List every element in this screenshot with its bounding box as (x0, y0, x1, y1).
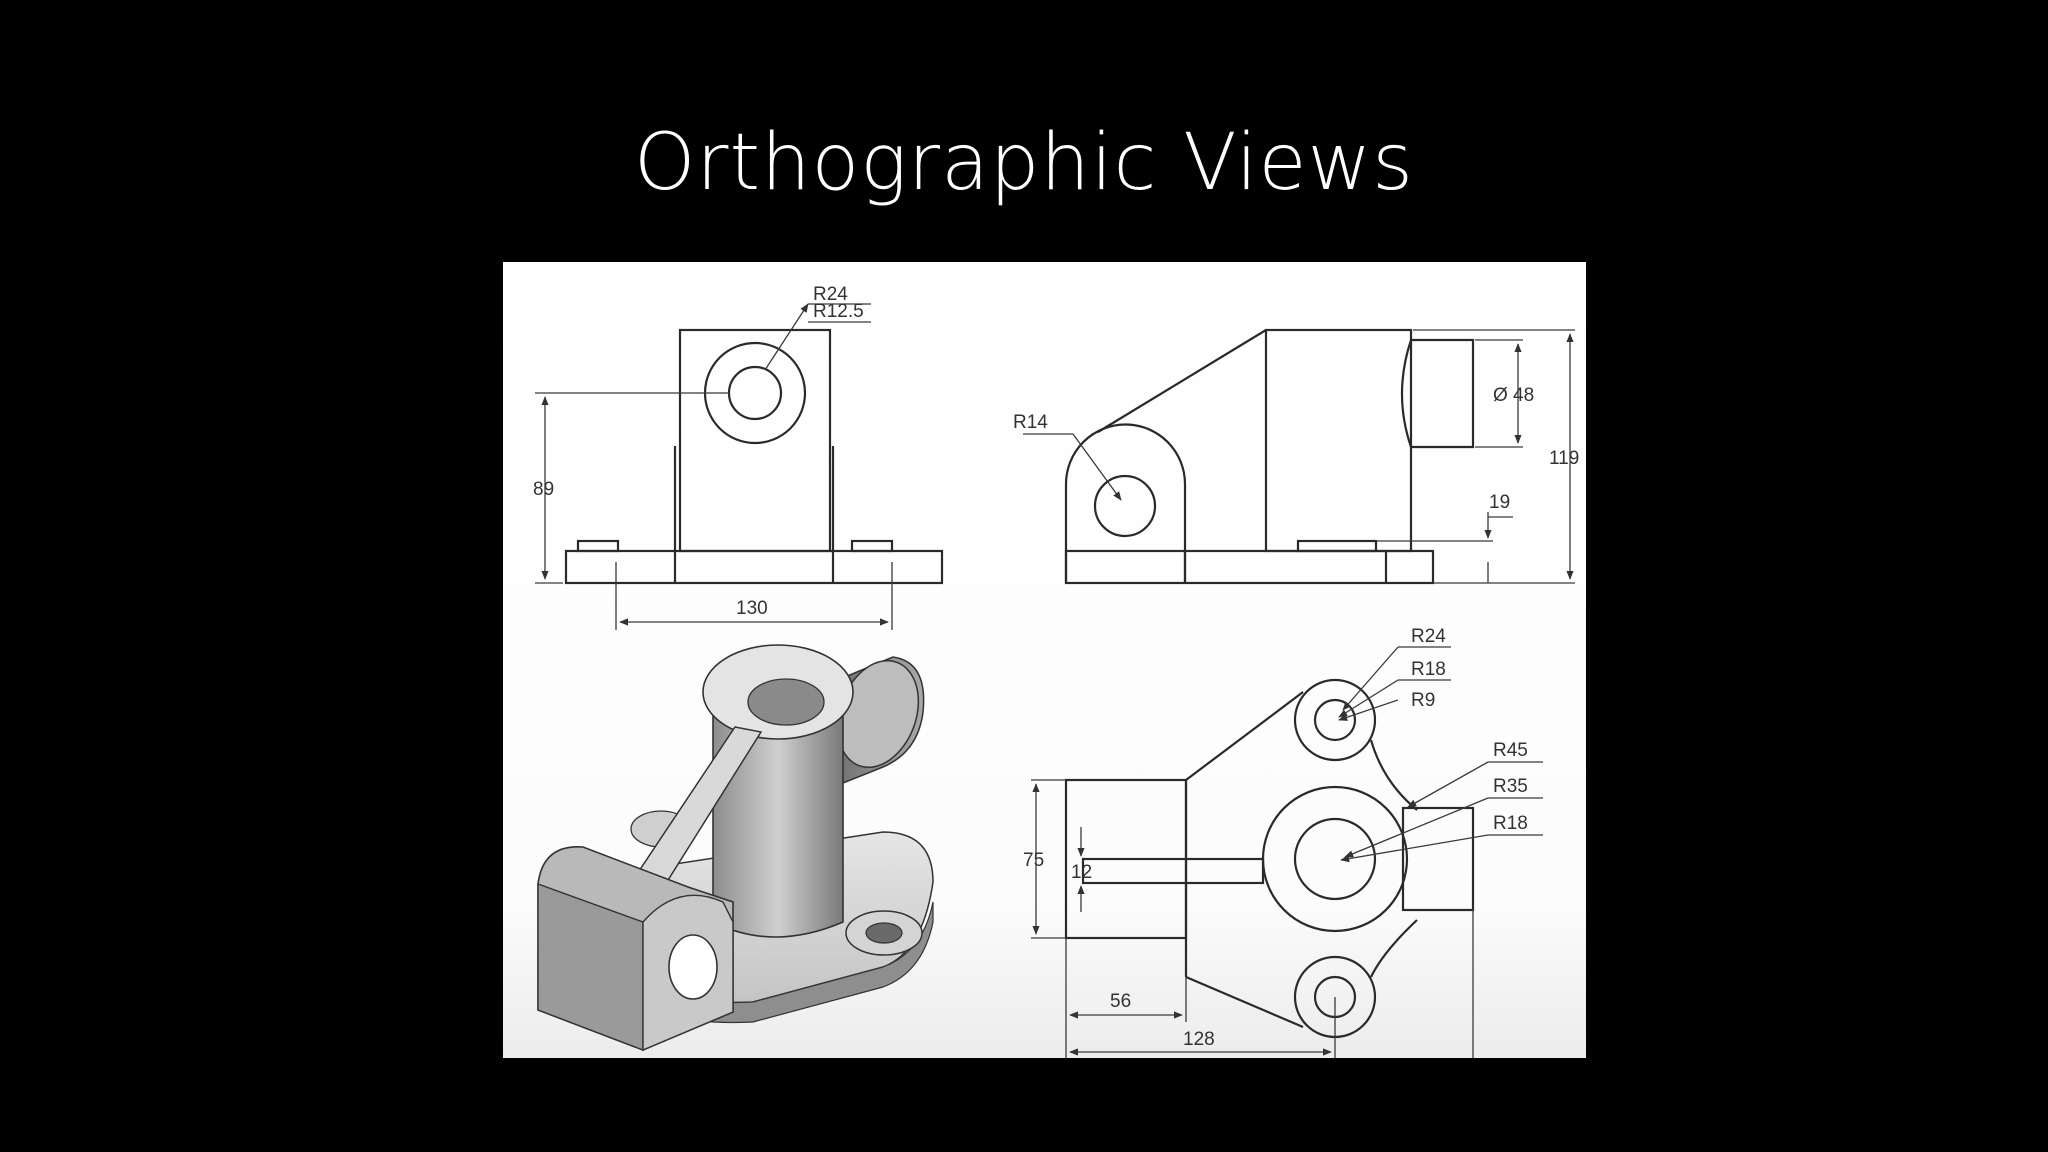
front-base-boss-left (576, 539, 620, 553)
front-base-boss-right (850, 539, 894, 553)
label-r12-5: R12.5 (813, 301, 864, 322)
side-boss (1064, 423, 1187, 583)
top-view: R24 R18 R9 R45 R35 R18 75 12 56 128 (1023, 626, 1543, 1058)
label-r18-center: R18 (1493, 813, 1528, 834)
top-slot (1081, 857, 1265, 885)
label-128: 128 (1183, 1029, 1215, 1050)
label-dia-48: Ø 48 (1493, 385, 1534, 406)
label-75: 75 (1023, 850, 1044, 871)
label-19: 19 (1489, 492, 1510, 513)
technical-drawing: R24 R12.5 89 130 R14 Ø 48 (533, 284, 1579, 1058)
label-12: 12 (1071, 862, 1092, 883)
label-r9: R9 (1411, 690, 1435, 711)
side-rib (1097, 329, 1267, 433)
label-r24-front: R24 (813, 284, 848, 305)
side-cylinder-stub (1400, 338, 1475, 449)
front-hole-inner (727, 365, 783, 421)
label-89: 89 (533, 479, 554, 500)
label-r24-top: R24 (1411, 626, 1446, 647)
side-view: R14 Ø 48 119 19 (1013, 328, 1579, 585)
side-base-plate (1064, 549, 1435, 585)
drawing-sheet: R24 R12.5 89 130 R14 Ø 48 (503, 262, 1586, 1058)
label-r35: R35 (1493, 776, 1528, 797)
label-56: 56 (1110, 991, 1131, 1012)
front-base-plate (564, 549, 944, 585)
side-upright (1264, 328, 1413, 553)
label-130: 130 (736, 598, 768, 619)
slide-title: Orthographic Views (634, 118, 1414, 208)
label-r45: R45 (1493, 740, 1528, 761)
isometric-view (537, 644, 934, 1052)
side-boss-hole (1093, 474, 1157, 538)
front-view: R24 R12.5 89 130 (533, 284, 944, 630)
label-r18-top: R18 (1411, 659, 1446, 680)
label-119: 119 (1549, 448, 1579, 469)
front-upright (678, 328, 832, 553)
label-r14: R14 (1013, 412, 1048, 433)
